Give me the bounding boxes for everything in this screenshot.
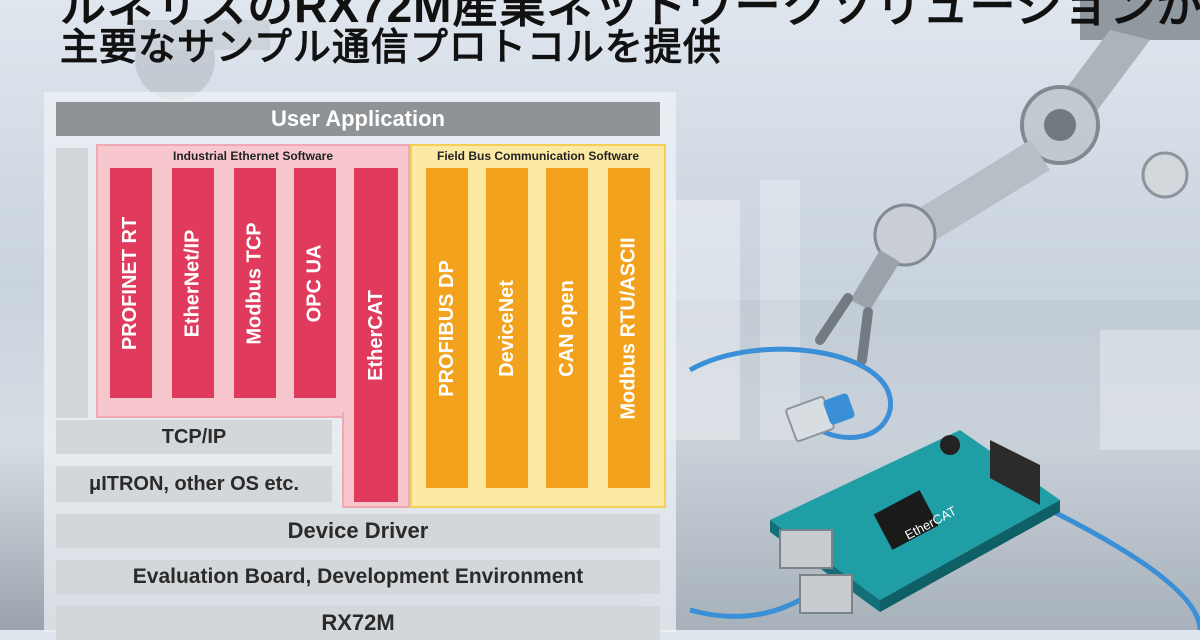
layer-os: μITRON, other OS etc. [56,466,332,502]
layer-tcp-ip: TCP/IP [56,420,332,454]
protocol-modbus-rtu-ascii: Modbus RTU/ASCII [608,168,650,488]
protocol-label: Modbus TCP [243,221,266,345]
protocol-profibus-dp: PROFIBUS DP [426,168,468,488]
protocol-modbus-tcp: Modbus TCP [234,168,276,398]
protocol-label: OPC UA [303,244,326,322]
evaluation-board-illustration: EtherCAT [770,430,1060,614]
robot-arm-illustration [815,0,1200,365]
group-title-field-bus: Field Bus Communication Software [436,149,640,163]
protocol-label: PROFIBUS DP [435,259,458,397]
headline-line-2: 主要なサンプル通信プロトコルを提供 [60,27,722,69]
software-stack-diagram: User Application Industrial Ethernet Sof… [44,92,676,640]
protocol-label: CAN open [555,279,578,377]
protocol-label: EtherCAT [364,289,387,381]
layer-user-application: User Application [56,102,660,136]
protocol-label: EtherNet/IP [181,229,204,337]
protocol-label: Modbus RTU/ASCII [617,236,640,420]
protocol-opc-ua: OPC UA [294,168,336,398]
layer-rx72m: RX72M [56,606,660,640]
ethernet-connector-illustration [785,393,855,442]
layer-device-driver: Device Driver [56,514,660,548]
protocol-label: PROFINET RT [119,216,142,350]
protocol-profinet-rt: PROFINET RT [110,168,152,398]
protocol-devicenet: DeviceNet [486,168,528,488]
layer-evaluation-board: Evaluation Board, Development Environmen… [56,560,660,594]
group-title-industrial-ethernet: Industrial Ethernet Software [172,149,334,163]
protocol-ethercat: EtherCAT [354,168,398,502]
layer-support-column [56,148,88,418]
protocol-label: DeviceNet [495,279,518,377]
headline-line-1: ルネサスのRX72M産業ネットワークソリューションが [60,0,1200,32]
protocol-canopen: CAN open [546,168,588,488]
protocol-ethernet-ip: EtherNet/IP [172,168,214,398]
